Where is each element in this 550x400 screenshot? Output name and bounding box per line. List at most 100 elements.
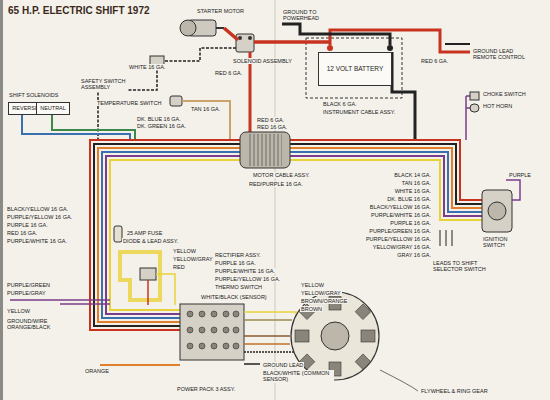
- tan-wire: [182, 101, 230, 140]
- wire-label: RED 6 GA.: [420, 58, 449, 64]
- choke-switch: [470, 92, 479, 100]
- starter-motor: [180, 20, 224, 36]
- wire-label: GROUND LEAD: [262, 362, 304, 368]
- wire-label: RED 16 GA.: [256, 124, 288, 130]
- drawing-stroke: [233, 311, 239, 317]
- yellow-gray-wire: [244, 319, 292, 321]
- drawing-stroke: [361, 330, 375, 342]
- wire-label: PURPLE/YELLOW 16 GA.: [214, 276, 281, 282]
- ground-lead: [445, 43, 470, 45]
- wire-label: GROUND/WIRE ORANGE/BLACK: [6, 318, 53, 331]
- drawing-stroke: [238, 36, 242, 40]
- drawing-stroke: [223, 311, 229, 317]
- wire-label: TEMPERATURE SWITCH: [96, 100, 162, 106]
- purple-wire: [10, 300, 110, 304]
- drawing-stroke: [90, 140, 482, 330]
- wire-label: YELLOW: [6, 308, 31, 314]
- black-cable: [392, 52, 415, 140]
- wire-label: DK. BLUE 16 GA.: [136, 116, 182, 122]
- drawing-stroke: [295, 330, 309, 342]
- node-text: REVERSE: [12, 105, 38, 111]
- wire-label: RED/PURPLE 16 GA.: [248, 181, 304, 187]
- wire-label: YELLOW/GRAY: [172, 256, 214, 262]
- wire-label: MOTOR CABLE ASSY.: [252, 172, 311, 178]
- brown-wire: [244, 335, 290, 337]
- wire-label: INSTRUMENT CABLE ASSY.: [322, 109, 396, 115]
- wire-label: YELLOW/GRAY: [300, 290, 342, 296]
- wire-label: PURPLE/WHITE 16 GA.: [370, 212, 432, 218]
- drawing-stroke: [216, 27, 224, 29]
- wire-label: BLACK/YELLOW 16 GA.: [369, 204, 432, 210]
- diagram-title: 65 H.P. ELECTRIC SHIFT 1972: [8, 5, 150, 16]
- wire-label: TAN 16 GA.: [401, 180, 432, 186]
- wire-label: PURPLE/WHITE 16 GA.: [214, 268, 276, 274]
- drawing-stroke: [240, 132, 290, 168]
- drawing-stroke: [211, 343, 217, 349]
- wire-label: GRAY 16 GA.: [396, 252, 432, 258]
- red-cable: [224, 28, 238, 40]
- wire-label: RECTIFIER ASSY.: [214, 252, 262, 258]
- drawing-stroke: [94, 144, 482, 326]
- drawing-stroke: [199, 327, 205, 333]
- node-text: 12 VOLT BATTERY: [327, 65, 384, 72]
- wire-label: YELLOW: [172, 248, 197, 254]
- wire-label: YELLOW/GRAY 16 GA.: [372, 244, 432, 250]
- drawing-stroke: [506, 180, 520, 200]
- wire-label: RED 6 GA.: [214, 70, 243, 76]
- battery-outline: [306, 38, 402, 98]
- drawing-stroke: [488, 202, 506, 220]
- drawing-stroke: [199, 343, 205, 349]
- wire-label: PURPLE/GRAY: [6, 290, 47, 296]
- temperature-switch: [170, 96, 182, 106]
- wire-label: RED 6 GA.: [256, 117, 285, 123]
- drawing-stroke: [355, 354, 371, 370]
- power-pack: [180, 304, 244, 360]
- wire-label: PURPLE/GREEN: [6, 282, 51, 288]
- wire-label: PURPLE 16 GA.: [214, 260, 257, 266]
- wire-label: LEADS TO SHIFT SELECTOR SWITCH: [432, 260, 494, 273]
- wire-label: SAFETY SWITCH ASSEMBLY: [80, 78, 127, 91]
- wire-label: BLACK/YELLOW 16 GA.: [6, 206, 69, 212]
- page-edge: [0, 0, 3, 400]
- wire-label: PURPLE/YELLOW 16 GA.: [6, 214, 73, 220]
- wire-label: PURPLE 16 GA.: [389, 220, 432, 226]
- selector-leads: [440, 230, 452, 246]
- drawing-stroke: [248, 134, 282, 166]
- hot-horn: [470, 104, 479, 112]
- main-harness: [90, 140, 482, 330]
- green-wire: [52, 114, 135, 140]
- drawing-stroke: [187, 311, 239, 349]
- solenoid-box: NEUTRAL: [36, 102, 70, 115]
- brown-orange-wire: [244, 343, 290, 345]
- black-cable: [282, 24, 390, 45]
- wire-label: BROWN: [300, 306, 323, 312]
- diode-lead-outline: [120, 252, 160, 300]
- ground-lead: [244, 363, 260, 365]
- drawing-stroke: [211, 311, 217, 317]
- drawing-stroke: [187, 327, 193, 333]
- orange-wire: [100, 364, 180, 366]
- wire-label: DK. BLUE 16 GA.: [386, 196, 432, 202]
- rectifier: [140, 268, 156, 280]
- wire-label: RED 16 GA.: [6, 230, 38, 236]
- yellow-wire: [244, 312, 296, 318]
- yellow-wire: [156, 274, 175, 305]
- drawing-stroke: [321, 322, 349, 350]
- drawing-stroke: [223, 327, 229, 333]
- drawing-stroke: [110, 160, 482, 310]
- drawing-stroke: [233, 327, 239, 333]
- wire-label: BLACK/WHITE (COMMON SENSOR): [262, 370, 334, 383]
- wire-label: BLACK 14 GA.: [393, 172, 432, 178]
- wire-label: RED: [172, 264, 186, 270]
- drawing-stroke: [248, 36, 252, 40]
- wire-label: FLYWHEEL & RING GEAR: [420, 388, 489, 394]
- wire-label: HOT HORN: [482, 103, 513, 109]
- wire-label: BROWN/ORANGE: [300, 298, 348, 304]
- wire-label: GROUND TO POWERHEAD: [282, 9, 329, 22]
- drawing-stroke: [98, 148, 482, 322]
- wire-label: YELLOW: [300, 282, 325, 288]
- wire-label: PURPLE/GREEN 16 GA.: [368, 228, 432, 234]
- red-wire: [147, 280, 149, 305]
- red-cable: [254, 40, 330, 44]
- wire-label: THERMO SWITCH: [214, 284, 263, 290]
